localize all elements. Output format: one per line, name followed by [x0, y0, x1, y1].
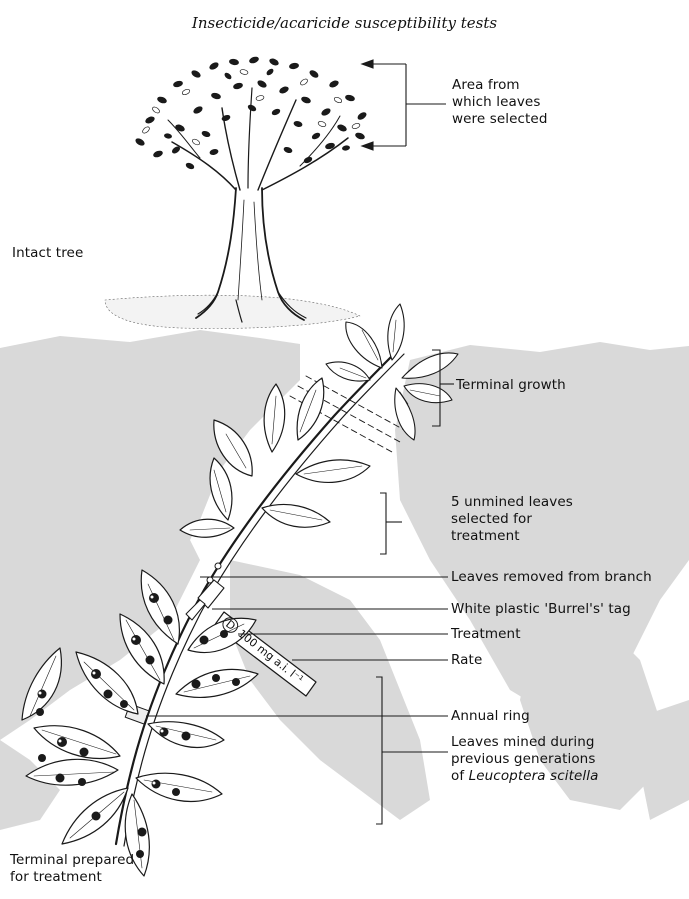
leaves-mined-line-2: previous generations	[451, 751, 598, 768]
label-leaves-removed: Leaves removed from branch	[451, 569, 652, 586]
label-rate: Rate	[451, 652, 482, 669]
label-terminal-growth: Terminal growth	[456, 377, 566, 394]
label-treatment: Treatment	[451, 626, 521, 643]
label-annual-ring: Annual ring	[451, 708, 530, 725]
label-area-from-leaves: Area from which leaves were selected	[452, 77, 547, 128]
figure-title: Insecticide/acaricide susceptibility tes…	[0, 14, 689, 32]
label-white-tag: White plastic 'Burrel's' tag	[451, 601, 631, 618]
species-name: Leucoptera scitella	[469, 768, 599, 784]
leaves-mined-prefix: of	[451, 768, 469, 784]
label-leaves-mined: Leaves mined during previous generations…	[451, 734, 598, 785]
leaves-mined-line-1: Leaves mined during	[451, 734, 598, 751]
label-terminal-prepared: Terminal prepared for treatment	[10, 852, 134, 886]
label-intact-tree: Intact tree	[12, 245, 83, 262]
leaves-mined-line-3: of Leucoptera scitella	[451, 768, 598, 785]
label-unmined-leaves: 5 unmined leaves selected for treatment	[451, 494, 573, 545]
